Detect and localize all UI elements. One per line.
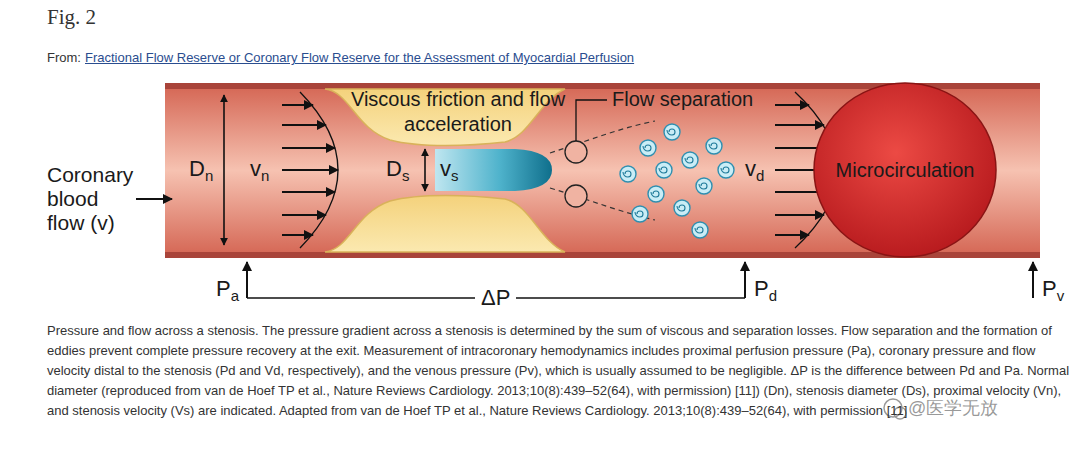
pressure-label: Pa bbox=[216, 276, 239, 309]
symbol-subscript: d bbox=[769, 287, 777, 304]
symbol-letter: v bbox=[440, 156, 451, 181]
node-text-holder: Microcirculation bbox=[813, 82, 997, 258]
eddy bbox=[692, 222, 708, 238]
eddy-swirl bbox=[635, 211, 643, 217]
leader-line bbox=[576, 100, 607, 141]
eddy-swirl bbox=[685, 157, 693, 163]
eddy-swirl bbox=[643, 145, 651, 151]
mechanism-label: Flow separation bbox=[612, 88, 753, 111]
source-link: Fractional Flow Reserve or Coronary Flow… bbox=[85, 50, 634, 65]
flow-arrow bbox=[282, 147, 335, 149]
symbol-subscript: v bbox=[1057, 287, 1065, 304]
separation-point bbox=[565, 185, 587, 207]
flow-arrow bbox=[775, 104, 809, 106]
eddy bbox=[696, 178, 712, 194]
flow-arrow bbox=[282, 214, 326, 216]
watermark: @医学无放 bbox=[908, 396, 998, 420]
eddy bbox=[664, 124, 680, 140]
symbol-letter: D bbox=[386, 156, 402, 181]
separation-point bbox=[565, 141, 587, 163]
symbol-label: vn bbox=[250, 156, 269, 189]
flow-label: Coronary blood flow (v) bbox=[47, 163, 127, 235]
flow-arrow bbox=[282, 104, 313, 106]
eddy-swirl bbox=[699, 183, 707, 189]
eddy bbox=[620, 166, 636, 182]
symbol-letter: P bbox=[216, 276, 231, 301]
pressure-label: Pd bbox=[754, 276, 777, 309]
flow-arrows bbox=[282, 105, 338, 235]
pressure-label: ΔP bbox=[475, 285, 516, 311]
inflow-arrow bbox=[136, 198, 172, 200]
pressure-arrow bbox=[744, 262, 746, 298]
symbol-letter: D bbox=[189, 156, 205, 181]
symbol-letter: P bbox=[754, 276, 769, 301]
node-label: Microcirculation bbox=[836, 159, 975, 182]
symbol-subscript: a bbox=[231, 287, 239, 304]
source-prefix: From: bbox=[47, 50, 81, 65]
ellipse-shape bbox=[814, 83, 996, 257]
symbol-subscript: s bbox=[402, 167, 410, 184]
symbol-subscript: n bbox=[261, 167, 269, 184]
symbol-letter: P bbox=[1042, 276, 1057, 301]
eddy-swirl bbox=[651, 191, 659, 197]
eddy bbox=[706, 138, 722, 154]
symbol-letter: v bbox=[745, 156, 756, 181]
pressure-arrow bbox=[246, 262, 248, 298]
eddy-swirl bbox=[695, 227, 703, 233]
symbol-label: Ds bbox=[386, 156, 409, 189]
vessel-wall bbox=[165, 83, 1040, 258]
eddy bbox=[640, 140, 656, 156]
symbol-label: Dn bbox=[189, 156, 213, 189]
eddy-group bbox=[620, 124, 734, 238]
eddy-swirl bbox=[667, 129, 675, 135]
flow-arrow bbox=[282, 191, 335, 193]
eddy-swirls bbox=[623, 129, 729, 233]
diameter-arrow bbox=[223, 95, 225, 245]
flow-arrow bbox=[282, 169, 338, 171]
eddy bbox=[648, 186, 664, 202]
mechanism-label: Viscous friction and flow acceleration bbox=[348, 87, 568, 137]
eddy-swirl bbox=[677, 205, 685, 211]
eddy-swirl bbox=[623, 171, 631, 177]
flow-arrow bbox=[775, 234, 809, 236]
flow-arrow bbox=[775, 214, 824, 216]
symbol-subscript: d bbox=[756, 167, 764, 184]
eddy-swirl bbox=[659, 167, 667, 173]
diameter-arrow bbox=[424, 149, 426, 191]
symbol-label: vd bbox=[745, 156, 764, 189]
plaque bbox=[325, 196, 565, 253]
microcirculation-ellipse: Microcirculation bbox=[813, 82, 997, 258]
symbol-label: vs bbox=[440, 156, 459, 189]
eddy-swirl bbox=[721, 167, 729, 173]
eddy bbox=[656, 162, 672, 178]
eddy bbox=[682, 152, 698, 168]
pressure-label: Pv bbox=[1042, 276, 1064, 309]
flow-arrow bbox=[282, 234, 313, 236]
pressure-arrow bbox=[1032, 262, 1034, 298]
eddy bbox=[718, 162, 734, 178]
figure-title: Fig. 2 bbox=[47, 5, 96, 30]
flow-arrow bbox=[775, 124, 824, 126]
eddy bbox=[632, 206, 648, 222]
flow-arrow bbox=[282, 124, 326, 126]
eddy bbox=[674, 200, 690, 216]
symbol-subscript: n bbox=[205, 167, 213, 184]
flow-jet bbox=[435, 149, 552, 191]
eddy-swirl bbox=[709, 143, 717, 149]
symbol-subscript: s bbox=[451, 167, 459, 184]
symbol-letter: v bbox=[250, 156, 261, 181]
